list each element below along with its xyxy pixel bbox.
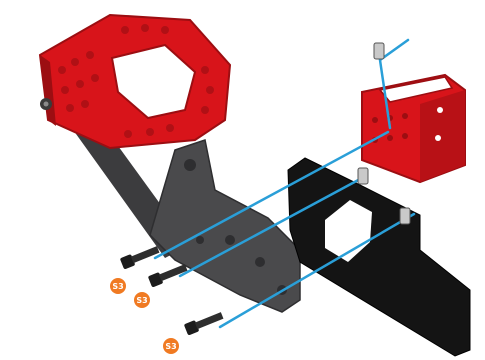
screw-badge: S3: [134, 292, 150, 308]
screw-badge: S3: [163, 338, 179, 354]
screw: [184, 310, 225, 336]
screw-badge-label: S3: [165, 342, 176, 351]
square-nut: [400, 208, 410, 224]
black-slotted-plate: [288, 158, 470, 356]
screw-badge-label: S3: [112, 282, 123, 291]
gray-beam-plate: [150, 140, 300, 312]
red-mounting-frame: [40, 15, 230, 148]
screw-badge: S3: [110, 278, 126, 294]
screw-badge-label: S3: [136, 296, 147, 305]
red-u-bracket: [362, 75, 465, 182]
screw: [120, 244, 161, 270]
square-nut: [374, 43, 384, 59]
square-nut: [358, 168, 368, 184]
